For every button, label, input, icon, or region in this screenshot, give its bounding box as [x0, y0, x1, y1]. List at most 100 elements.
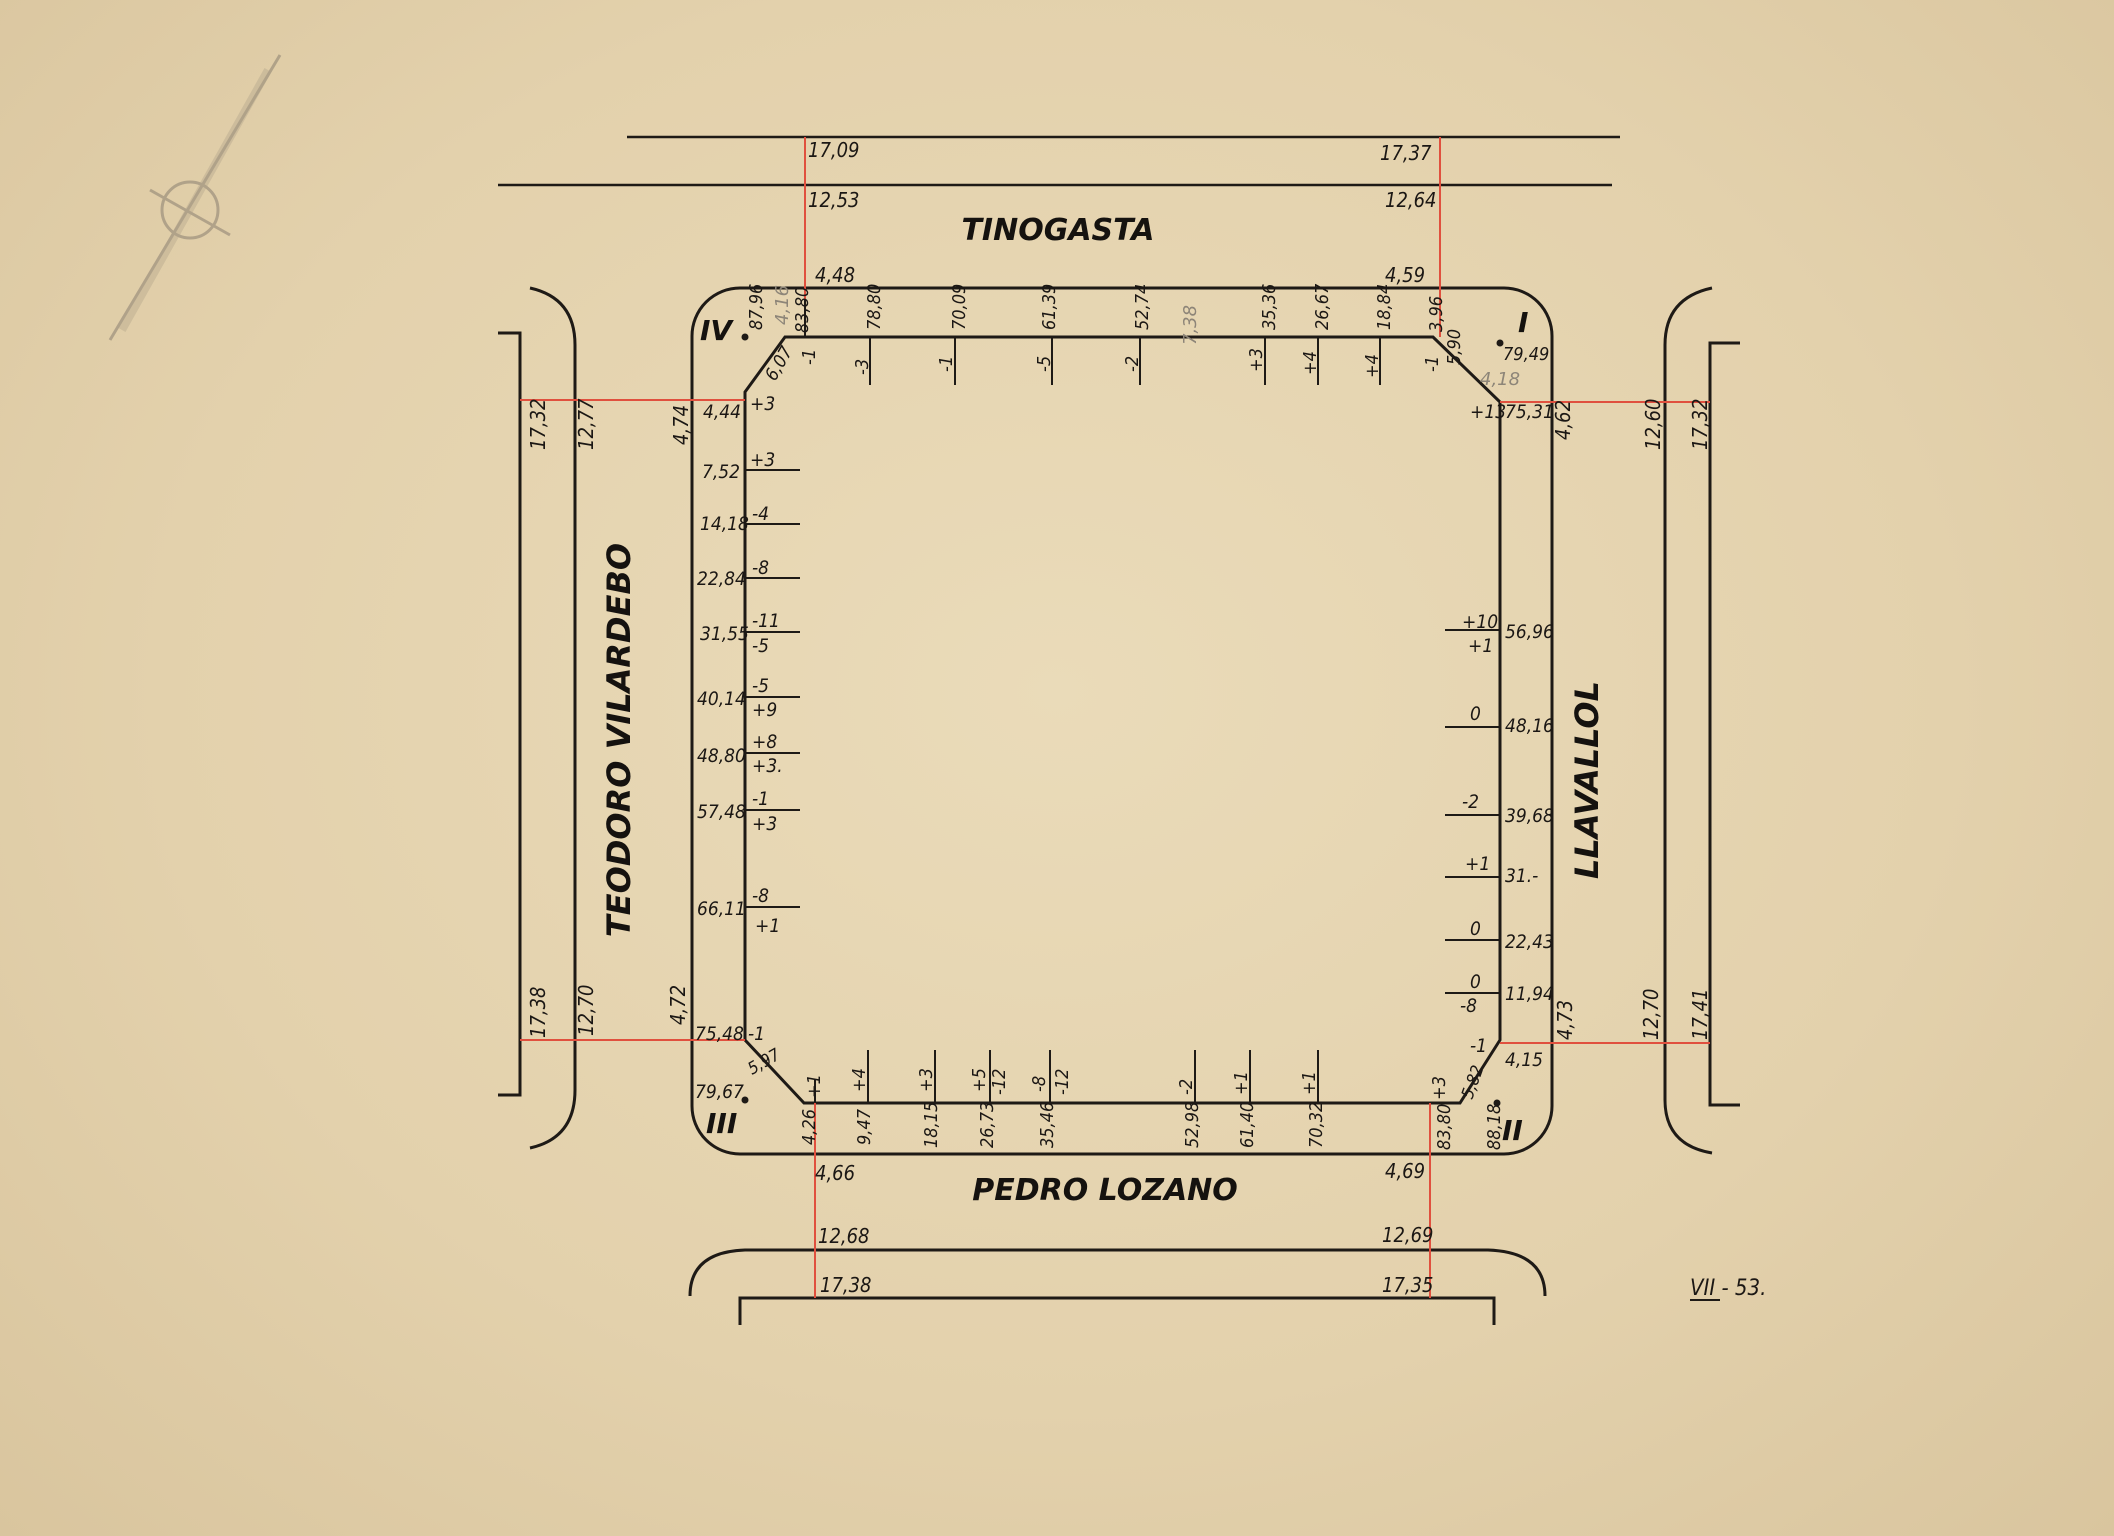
top-dist-10: 79,49 [1503, 344, 1549, 365]
street-name-east: LLAVALLOL [1568, 681, 1606, 879]
bottom-mark-1: +4 [849, 1068, 870, 1092]
bottom-mark-0: +1 [804, 1074, 825, 1098]
right-mark-4: -2 [1462, 791, 1479, 813]
top-mark-5: +3 [1246, 348, 1267, 372]
east-curb-line [1663, 286, 1713, 1155]
left-dist-7: 57,48 [697, 801, 746, 823]
west-top-near-level: 12,77 [574, 398, 598, 450]
south-far-right-level: 17,35 [1382, 1273, 1434, 1297]
east-top-far-level: 17,32 [1688, 399, 1712, 451]
left-dist-0: 4,44 [703, 401, 741, 423]
corner-label-sw: III [706, 1107, 737, 1140]
bottom-mark-6: -12 [1052, 1069, 1073, 1095]
left-mark-top-5: -5 [752, 675, 769, 697]
east-bottom-near-level: 12,70 [1639, 989, 1663, 1041]
top-dist-3: 70,09 [949, 284, 970, 330]
date-mark: VII - 53. [1690, 1276, 1766, 1301]
top-dist-8: 18,84 [1374, 284, 1395, 330]
bottom-mark-10: +3 [1429, 1076, 1450, 1100]
top-mark-0: -1 [799, 349, 820, 365]
right-mark-6: 0 [1470, 918, 1481, 940]
bottom-mark-5: -8 [1029, 1076, 1050, 1092]
top-chamfer-left: 6,07 [761, 342, 798, 384]
bottom-dist-9: 88,18 [1484, 1104, 1505, 1150]
south-near-right-level: 12,69 [1382, 1223, 1434, 1247]
top-side-distances: 87,96 83,80 78,80 70,09 61,39 52,74 35,3… [746, 283, 1549, 365]
street-name-west: TEODORO VILARDEBO [600, 543, 638, 937]
pencil-notes: 4,16 7,38 4,18 [772, 285, 1520, 390]
section-lines [520, 137, 1710, 1298]
right-mark-7: 0 [1470, 971, 1481, 993]
bottom-mark-7: -2 [1176, 1079, 1197, 1095]
corner-label-se: II [1502, 1114, 1523, 1147]
bottom-mark-4: -12 [989, 1069, 1010, 1095]
north-near-right-level: 12,64 [1385, 188, 1437, 212]
north-arrow-icon [108, 54, 282, 341]
bottom-ticks [814, 1050, 1319, 1103]
left-side-marks: +3 +3 -4 -8 -11 -5 +8 -1 -8 -1 -5 +9 +3.… [745, 393, 785, 1079]
right-mark-0: +13 [1470, 401, 1506, 423]
left-dist-2: 14,18 [700, 513, 749, 535]
north-curb-right-level: 4,59 [1385, 263, 1425, 287]
east-bottom-far-level: 17,41 [1688, 989, 1712, 1041]
top-dist-1: 83,80 [792, 287, 813, 333]
corner-label-ne: I [1518, 306, 1528, 339]
left-mark-top-3: -8 [752, 557, 769, 579]
left-mark-top-4: -11 [752, 610, 780, 632]
south-far-left-level: 17,38 [820, 1273, 872, 1297]
west-bottom-far-level: 17,38 [526, 987, 550, 1039]
right-ticks [1445, 629, 1500, 994]
top-mark-7: +4 [1362, 354, 1383, 378]
bottom-dist-5: 52,98 [1182, 1102, 1203, 1148]
street-name-south: PEDRO LOZANO [972, 1173, 1238, 1208]
left-dist-5: 40,14 [697, 688, 746, 710]
bottom-dist-0: 4,26 [799, 1109, 820, 1145]
bottom-side-distances: 4,26 9,47 18,15 26,73 35,46 52,98 61,40 … [799, 1102, 1505, 1150]
west-top-far-level: 17,32 [526, 399, 550, 451]
south-curb-right-level: 4,69 [1385, 1159, 1425, 1183]
bottom-chamfer: 5,82 [1458, 1063, 1488, 1102]
bottom-dist-3: 26,73 [977, 1102, 998, 1148]
top-mark-6: +4 [1300, 351, 1321, 375]
right-side-marks: +13 +10 +1 0 -2 +1 0 0 -8 -1 [1460, 401, 1506, 1057]
south-levels: 4,66 4,69 12,68 12,69 17,38 17,35 [815, 1159, 1434, 1297]
left-dist-3: 22,84 [697, 568, 746, 590]
right-side-distances: 75,31 56,96 48,16 39,68 31.- 22,43 11,94… [1505, 401, 1554, 1071]
left-ticks [745, 469, 800, 908]
west-curb-line [529, 286, 577, 1150]
pencil-note-1: 4,16 [772, 285, 793, 325]
east-bottom-curb-level: 4,73 [1553, 1000, 1577, 1040]
east-top-curb-level: 4,62 [1551, 400, 1575, 440]
top-dist-0: 87,96 [746, 284, 767, 330]
right-mark-9: -1 [1470, 1035, 1487, 1057]
bottom-mark-2: +3 [916, 1068, 937, 1092]
north-levels: 17,09 17,37 12,53 12,64 4,48 4,59 [808, 138, 1437, 287]
left-dist-9: 75,48 [695, 1023, 744, 1045]
bottom-mark-8: +1 [1231, 1071, 1252, 1095]
right-mark-5: +1 [1465, 853, 1490, 875]
east-street-far-line [1708, 341, 1740, 1107]
left-mark-bottom-2: +3. [752, 755, 783, 777]
top-mark-2: -1 [936, 356, 957, 372]
street-name-north: TINOGASTA [961, 213, 1154, 248]
pencil-note-2: 7,38 [1180, 305, 1201, 345]
left-mark-top-9: -1 [748, 1023, 765, 1045]
left-mark-bottom-4: +1 [755, 915, 780, 937]
left-dist-4: 31,55 [700, 623, 749, 645]
block-sidewalk-outline [690, 286, 1554, 1156]
bottom-dist-8: 83,80 [1434, 1104, 1455, 1150]
corner-label-nw: IV [700, 314, 734, 347]
right-dist-3: 39,68 [1505, 805, 1554, 827]
bottom-dist-6: 61,40 [1237, 1102, 1258, 1148]
right-dist-7: 4,15 [1505, 1049, 1543, 1071]
south-near-left-level: 12,68 [818, 1224, 870, 1248]
north-curb-left-level: 4,48 [815, 263, 855, 287]
block-lot-outline [743, 335, 1502, 1105]
west-bottom-curb-level: 4,72 [666, 985, 690, 1025]
west-street-far-line [498, 331, 522, 1097]
bottom-dist-4: 35,46 [1037, 1102, 1058, 1148]
east-levels: 4,62 12,60 17,32 4,73 12,70 17,41 [1551, 399, 1712, 1041]
bottom-dist-2: 18,15 [921, 1102, 942, 1148]
